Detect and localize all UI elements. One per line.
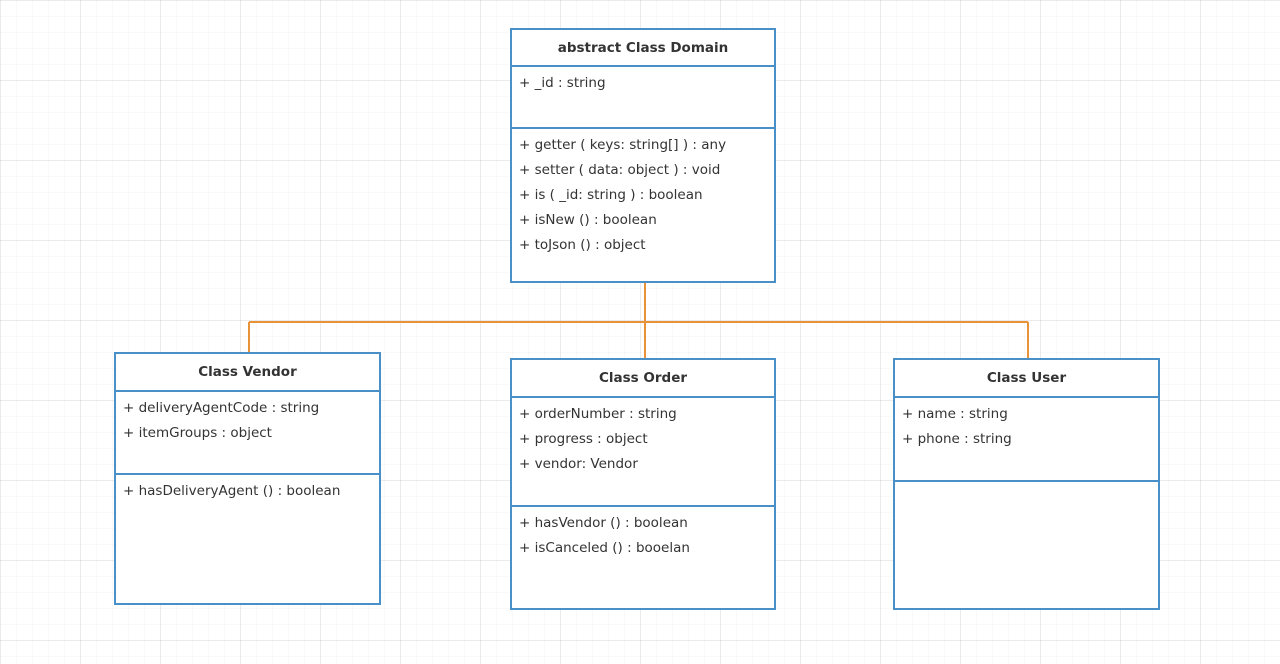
class-user-methods [895,482,1158,608]
attribute: + orderNumber : string [519,406,677,422]
class-domain-attributes: + _id : string [512,67,774,129]
method: + setter ( data: object ) : void [519,162,721,178]
attribute: + _id : string [519,75,606,91]
attribute: + vendor: Vendor [519,456,638,472]
method: + getter ( keys: string[] ) : any [519,137,727,153]
class-user-attributes: + name : string + phone : string [895,398,1158,482]
method: + isNew () : boolean [519,212,657,228]
attribute: + progress : object [519,431,648,447]
class-vendor-attributes: + deliveryAgentCode : string + itemGroup… [116,392,379,475]
attribute: + deliveryAgentCode : string [123,400,320,416]
class-order-attributes: + orderNumber : string + progress : obje… [512,398,774,507]
class-order-methods: + hasVendor () : boolean + isCanceled ()… [512,507,774,608]
attribute: + phone : string [902,431,1012,447]
class-vendor[interactable]: Class Vendor + deliveryAgentCode : strin… [114,352,381,605]
class-domain[interactable]: abstract Class Domain + _id : string + g… [510,28,776,283]
class-vendor-methods: + hasDeliveryAgent () : boolean [116,475,379,603]
class-domain-methods: + getter ( keys: string[] ) : any + sett… [512,129,774,281]
method: + hasVendor () : boolean [519,515,688,531]
method: + isCanceled () : booelan [519,540,690,556]
method: + is ( _id: string ) : boolean [519,187,703,203]
class-user-title: Class User [895,360,1158,398]
attribute: + name : string [902,406,1008,422]
class-vendor-title: Class Vendor [116,354,379,392]
method: + toJson () : object [519,237,646,253]
class-user[interactable]: Class User + name : string + phone : str… [893,358,1160,610]
class-order-title: Class Order [512,360,774,398]
method: + hasDeliveryAgent () : boolean [123,483,341,499]
class-domain-title: abstract Class Domain [512,30,774,67]
class-order[interactable]: Class Order + orderNumber : string + pro… [510,358,776,610]
attribute: + itemGroups : object [123,425,272,441]
